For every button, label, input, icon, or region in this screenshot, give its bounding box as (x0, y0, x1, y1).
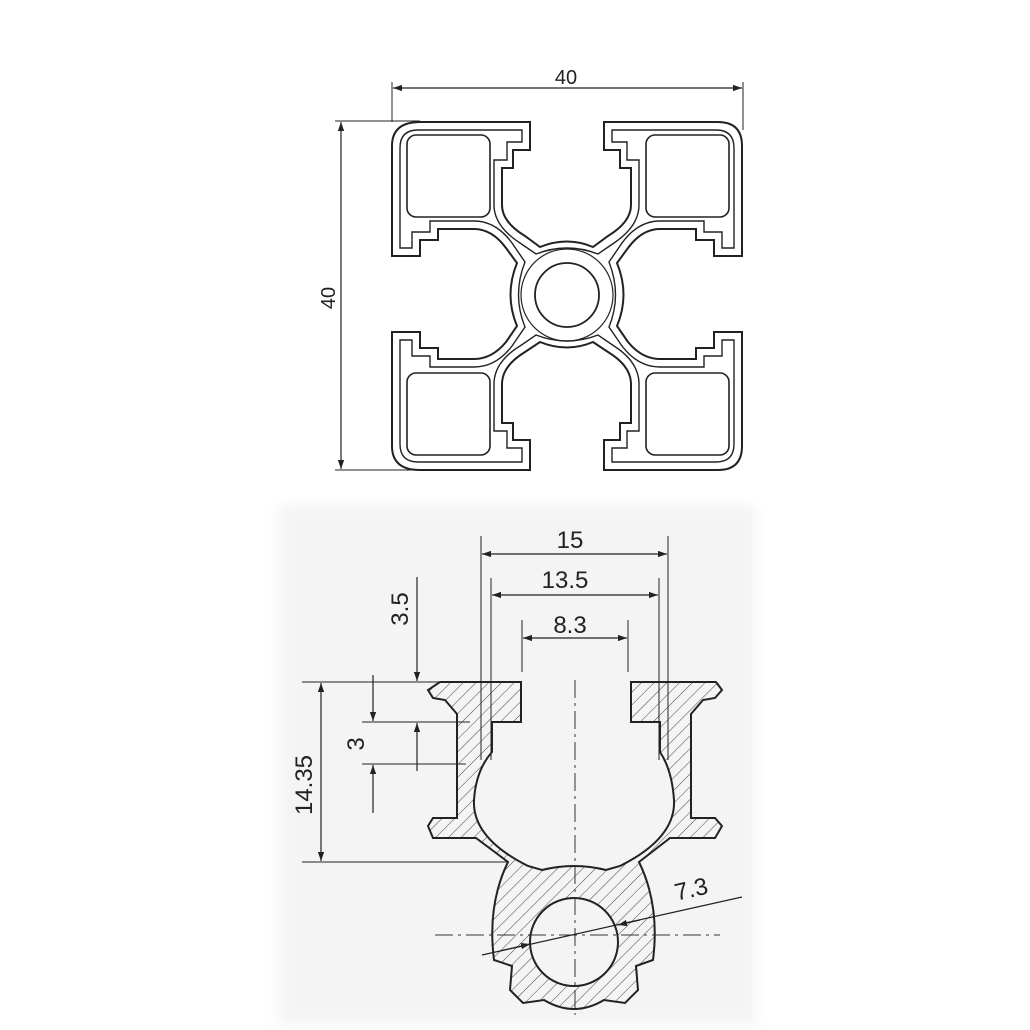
corner-cavity-top-left (406, 134, 491, 218)
center-bore (534, 262, 600, 328)
profile-cross-section-view: 40 40 (318, 67, 744, 471)
dimension-arrow-bore-left (499, 942, 531, 952)
profile-outer-contour (391, 121, 743, 471)
dimension-lip-label: 3.5 (387, 592, 414, 625)
dimension-neck-label: 3 (343, 737, 370, 750)
dimension-inner-width-label: 13.5 (542, 567, 589, 594)
profile-inner-contour (399, 129, 735, 463)
center-bore-rim (520, 248, 614, 342)
dimension-outer-width-label: 15 (557, 527, 584, 554)
slot-section-hatched (426, 681, 724, 1010)
slot-detail-view: 15 13.5 8.3 3.5 3 14.35 7.3 (278, 505, 756, 1025)
dimension-arrow-bore-right (617, 919, 641, 927)
corner-cavity-top-right (645, 134, 730, 218)
dimension-depth-label: 14.35 (291, 755, 318, 815)
dimension-height-label: 40 (318, 287, 340, 309)
dimension-width-label: 40 (555, 67, 577, 89)
dimension-opening-label: 8.3 (553, 612, 586, 639)
corner-cavity-bottom-right (645, 372, 730, 456)
corner-cavity-bottom-left (406, 372, 491, 456)
